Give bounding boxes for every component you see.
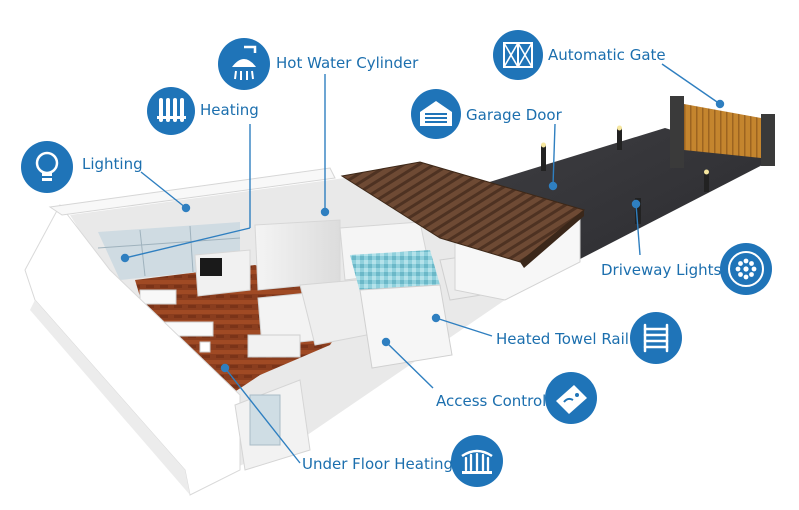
label-automatic-gate: Automatic Gate [548,46,666,64]
leader-gate [661,63,721,105]
shower-head-icon [218,38,270,90]
bollard-light [704,172,709,192]
left-gable-wall [24,204,241,496]
gate-post-left [670,96,684,168]
gate-panels [684,104,761,158]
bathroom-tiles [350,250,440,292]
led-light-icon [720,243,772,295]
interior-wall [359,284,453,369]
label-driveway-lights: Driveway Lights [601,261,722,279]
glass-door [249,394,281,446]
kitchen-island [247,334,301,358]
bollard-light [541,145,546,171]
label-heating: Heating [200,101,259,119]
leader-towel-rail [435,317,493,337]
label-lighting: Lighting [82,155,143,173]
leader-underfloor [224,367,301,464]
bollard-light [617,128,622,150]
gate-icon [493,30,543,80]
label-heated-towel-rail: Heated Towel Rail [496,330,629,348]
label-hot-water-cylinder: Hot Water Cylinder [276,54,419,72]
label-garage-door: Garage Door [466,106,562,124]
ceiling-beam [48,167,336,216]
gate-post-right [761,114,775,166]
tv-screen [200,258,222,276]
radiator-icon [147,87,195,135]
towel-rail-icon [630,312,682,364]
leader-driveway [635,203,641,256]
leader-access [385,341,434,389]
leader-lighting [140,171,187,209]
label-access-control: Access Control [436,392,547,410]
garage-icon [411,89,461,139]
light-bulb-icon [21,141,73,193]
leader-garage [552,123,556,187]
keycard-icon [545,372,597,424]
bollard-light [635,198,641,224]
label-under-floor-heating: Under Floor Heating [302,455,454,473]
sofa [139,289,177,305]
floor-heating-icon [451,435,503,487]
dining-chair [199,341,211,353]
